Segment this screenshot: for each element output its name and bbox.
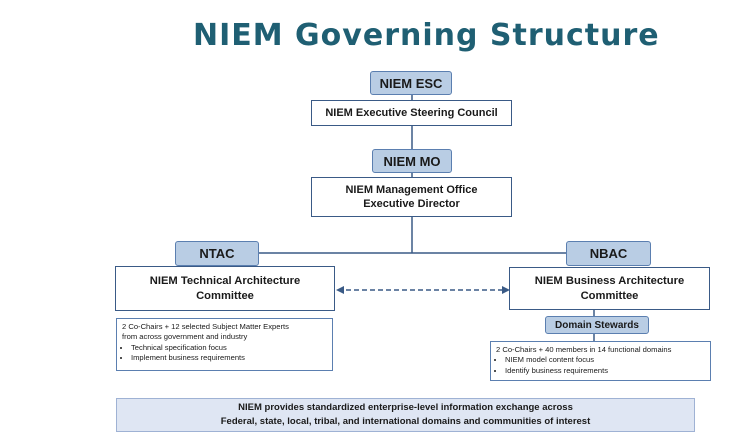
- niem-esc-tag: NIEM ESC: [370, 71, 452, 95]
- ntac-tag: NTAC: [175, 241, 259, 266]
- niem-mo-box: NIEM Management Office Executive Directo…: [311, 177, 512, 217]
- nbac-note: 2 Co-Chairs + 40 members in 14 functiona…: [490, 341, 711, 381]
- ntac-note: 2 Co-Chairs + 12 selected Subject Matter…: [116, 318, 333, 371]
- nbac-note-item: Identify business requirements: [505, 366, 705, 376]
- banner-line-2: Federal, state, local, tribal, and inter…: [220, 416, 591, 427]
- nbac-box: NIEM Business Architecture Committee: [509, 267, 710, 310]
- nbac-tag: NBAC: [566, 241, 651, 266]
- niem-esc-box: NIEM Executive Steering Council: [311, 100, 512, 126]
- ntac-note-intro: 2 Co-Chairs + 12 selected Subject Matter…: [122, 322, 289, 331]
- domain-stewards-tag: Domain Stewards: [545, 316, 649, 334]
- nbac-note-intro: 2 Co-Chairs + 40 members in 14 functiona…: [496, 345, 672, 354]
- niem-mo-tag: NIEM MO: [372, 149, 452, 173]
- ntac-note-item: Technical specification focus: [131, 343, 327, 353]
- summary-banner: NIEM provides standardized enterprise-le…: [116, 398, 695, 432]
- ntac-note-item: Implement business requirements: [131, 353, 327, 363]
- ntac-note-intro-cont: from across government and industry: [122, 332, 248, 342]
- ntac-box: NIEM Technical Architecture Committee: [115, 266, 335, 311]
- nbac-note-item: NIEM model content focus: [505, 355, 705, 365]
- banner-line-1: NIEM provides standardized enterprise-le…: [238, 402, 573, 414]
